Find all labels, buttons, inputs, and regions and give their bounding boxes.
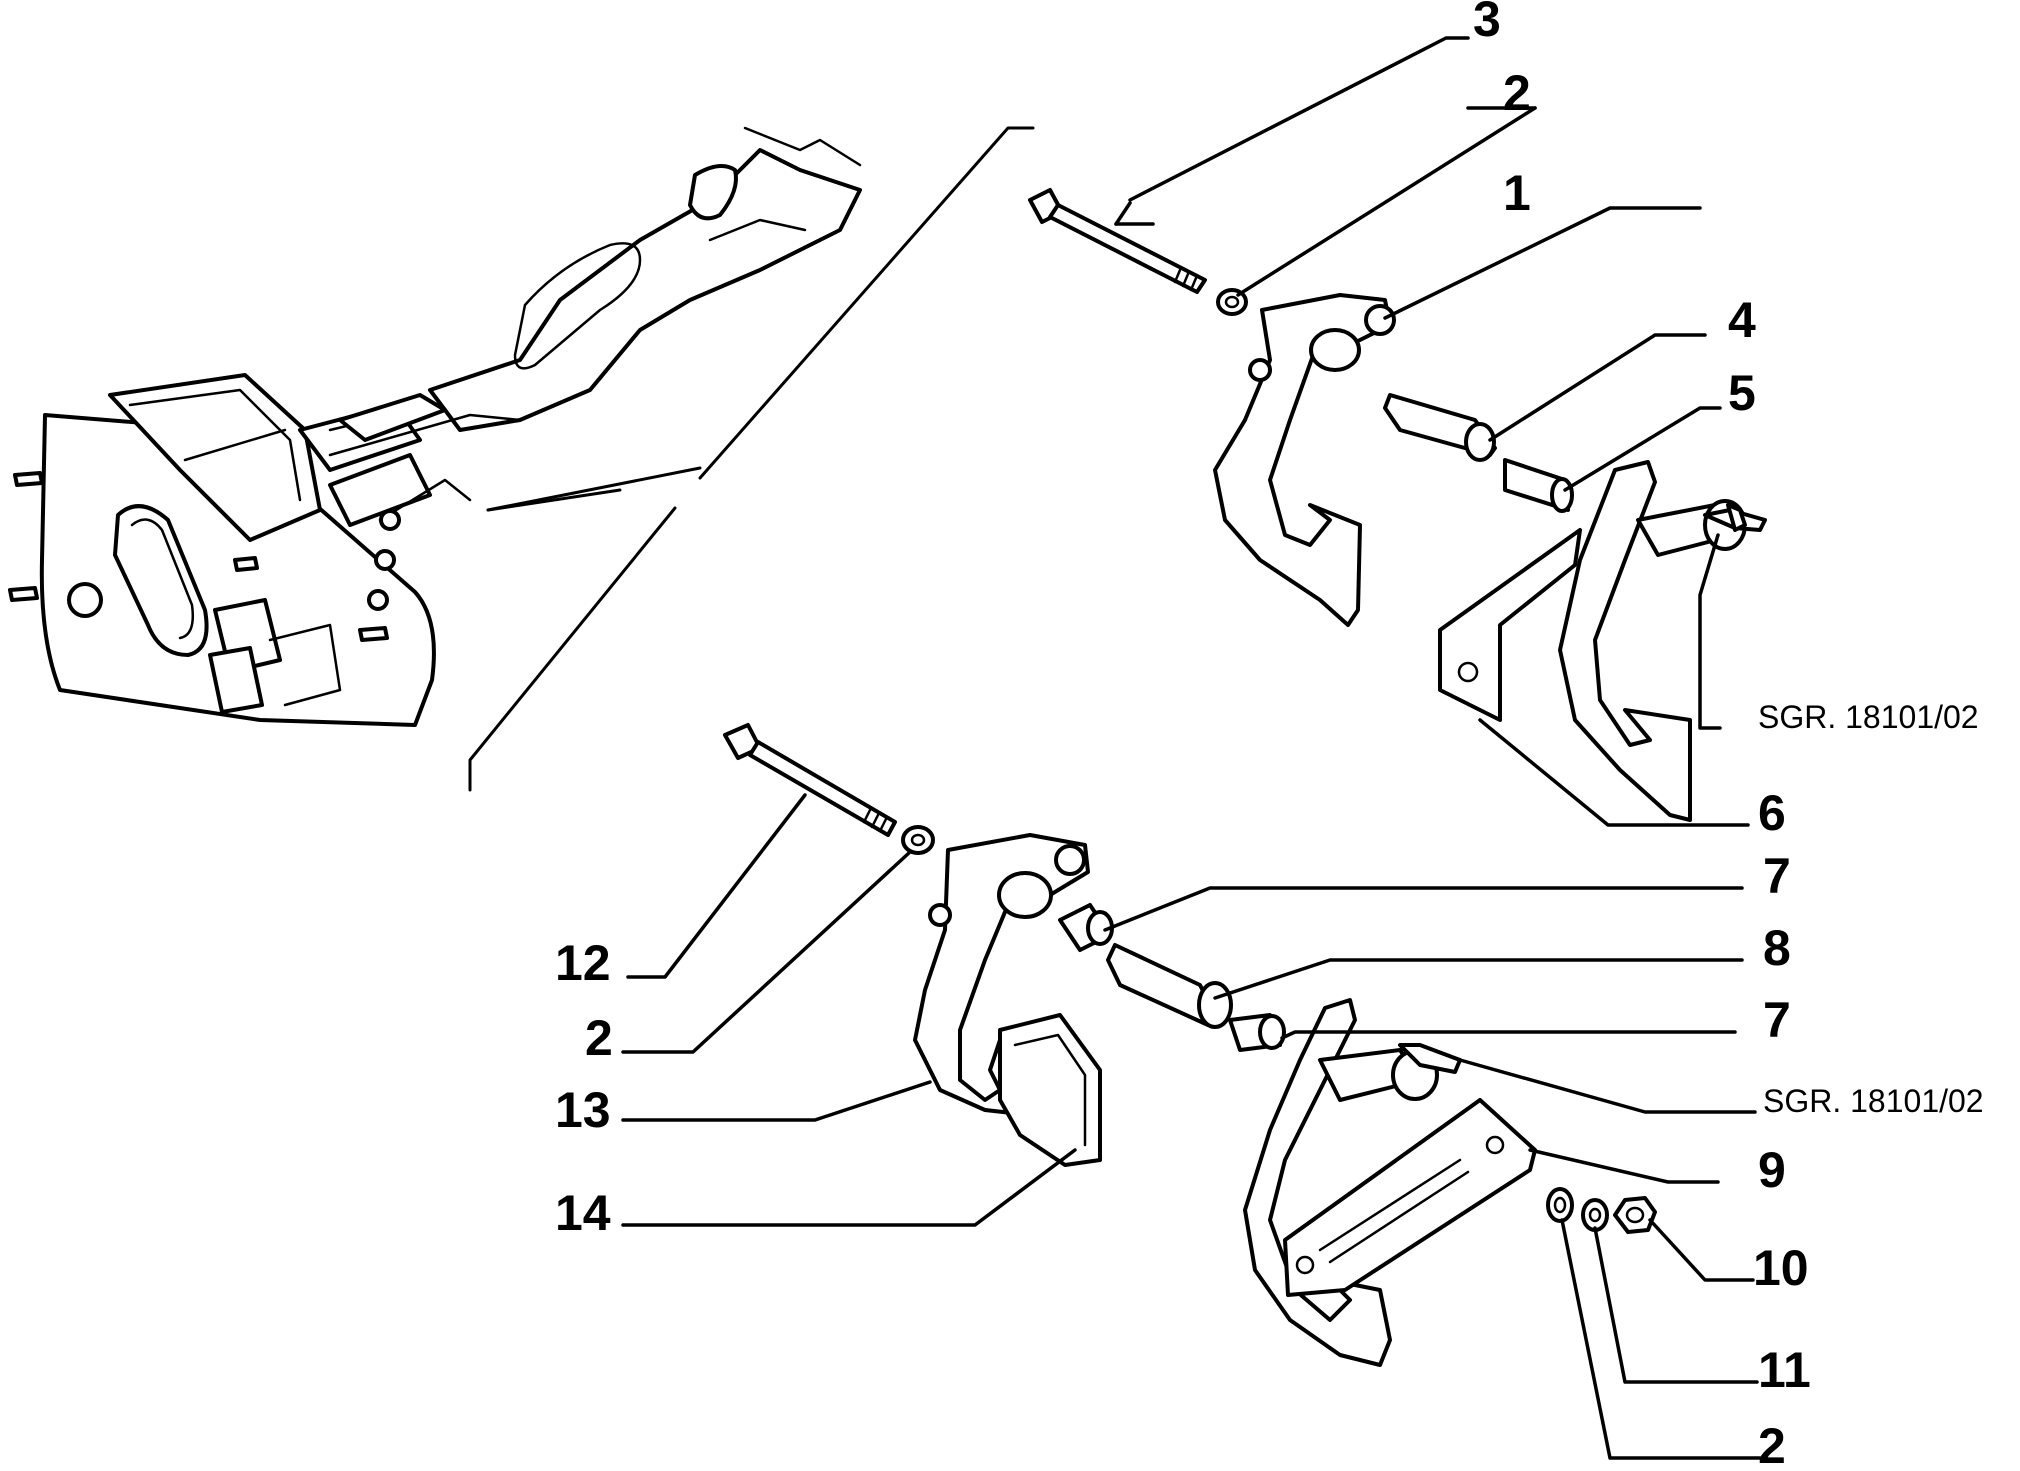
- callout-6: 6: [1758, 785, 1786, 841]
- callout-sgr-top: SGR. 18101/02: [1758, 699, 1979, 735]
- callout-12: 12: [555, 935, 611, 991]
- divider-lines: [468, 126, 1035, 792]
- callout-7-upper: 7: [1763, 848, 1791, 904]
- assembly-overview-drawing: [8, 126, 862, 727]
- callout-14: 14: [555, 1185, 611, 1241]
- callout-sgr-mid: SGR. 18101/02: [1763, 1083, 1984, 1119]
- callout-5: 5: [1728, 365, 1756, 421]
- callout-2-top: 2: [1503, 65, 1531, 121]
- callout-8: 8: [1763, 920, 1791, 976]
- callout-9: 9: [1758, 1142, 1786, 1198]
- callout-1: 1: [1503, 165, 1531, 221]
- callout-11: 11: [1758, 1342, 1811, 1398]
- callout-13: 13: [555, 1082, 611, 1138]
- callout-3-top: 3: [1473, 0, 1501, 47]
- callout-10: 10: [1753, 1240, 1809, 1296]
- callout-7-lower: 7: [1763, 992, 1791, 1048]
- upper-pedal-assembly: [1028, 188, 1767, 822]
- callout-4: 4: [1728, 292, 1756, 348]
- leader-lines: [621, 36, 1762, 1460]
- lower-pedal-assembly: [723, 723, 1657, 1367]
- callout-2-left: 2: [585, 1010, 613, 1066]
- callout-2-bottom: 2: [1758, 1418, 1786, 1466]
- callout-labels: 3 2 1 4 5 SGR. 18101/02 6 7 8 7 SGR. 181…: [555, 0, 1984, 1471]
